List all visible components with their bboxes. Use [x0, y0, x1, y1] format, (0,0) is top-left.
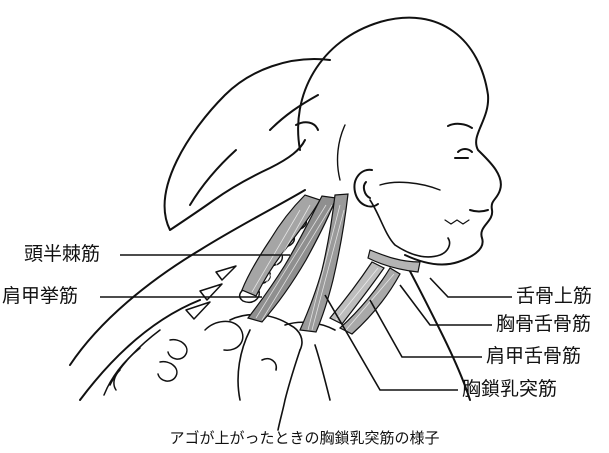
hair-tie	[295, 121, 319, 131]
shoulder-line	[79, 299, 201, 401]
suprahyoid-muscle	[367, 249, 421, 273]
muscle-fibers	[251, 204, 395, 331]
ponytail-outer	[163, 58, 331, 231]
label-sternocleidomastoid: 胸鎖乳突筋	[462, 378, 558, 400]
cheek-bone	[379, 181, 441, 191]
leader-lines	[100, 254, 512, 391]
upper-back-ribs	[103, 329, 188, 396]
leader-scm	[324, 294, 458, 391]
label-levator-scapulae: 肩甲挙筋	[2, 285, 79, 307]
ear-outline	[353, 168, 379, 208]
mouth-line	[469, 209, 489, 213]
label-semispinalis-capitis: 頭半棘筋	[24, 243, 101, 265]
mandible	[369, 199, 451, 258]
ponytail-strand	[189, 149, 237, 206]
scm-muscle	[299, 193, 349, 333]
scapula	[204, 320, 244, 351]
label-suprahyoid: 舌骨上筋	[516, 285, 593, 307]
leader-omohyoid	[369, 299, 482, 358]
eyebrow	[447, 122, 473, 129]
levator-scapulae-muscle	[246, 195, 337, 323]
eye	[457, 148, 473, 153]
hair-part	[269, 94, 319, 131]
throat-line	[404, 261, 471, 401]
leader-sternohyoid	[399, 284, 492, 326]
semispinalis-muscle	[241, 194, 321, 297]
figure-caption: アゴが上がったときの胸鎖乳突筋の様子	[169, 429, 440, 447]
neck-back-line	[69, 189, 306, 366]
skull-back	[336, 124, 346, 181]
clavicle-sternum	[229, 313, 336, 431]
teeth	[444, 219, 470, 225]
label-sternohyoid: 胸骨舌骨筋	[496, 313, 592, 335]
head-outline	[297, 16, 502, 266]
leader-suprahyoid	[429, 277, 512, 298]
label-omohyoid: 肩甲舌骨筋	[486, 345, 582, 367]
ear-inner	[362, 181, 371, 199]
